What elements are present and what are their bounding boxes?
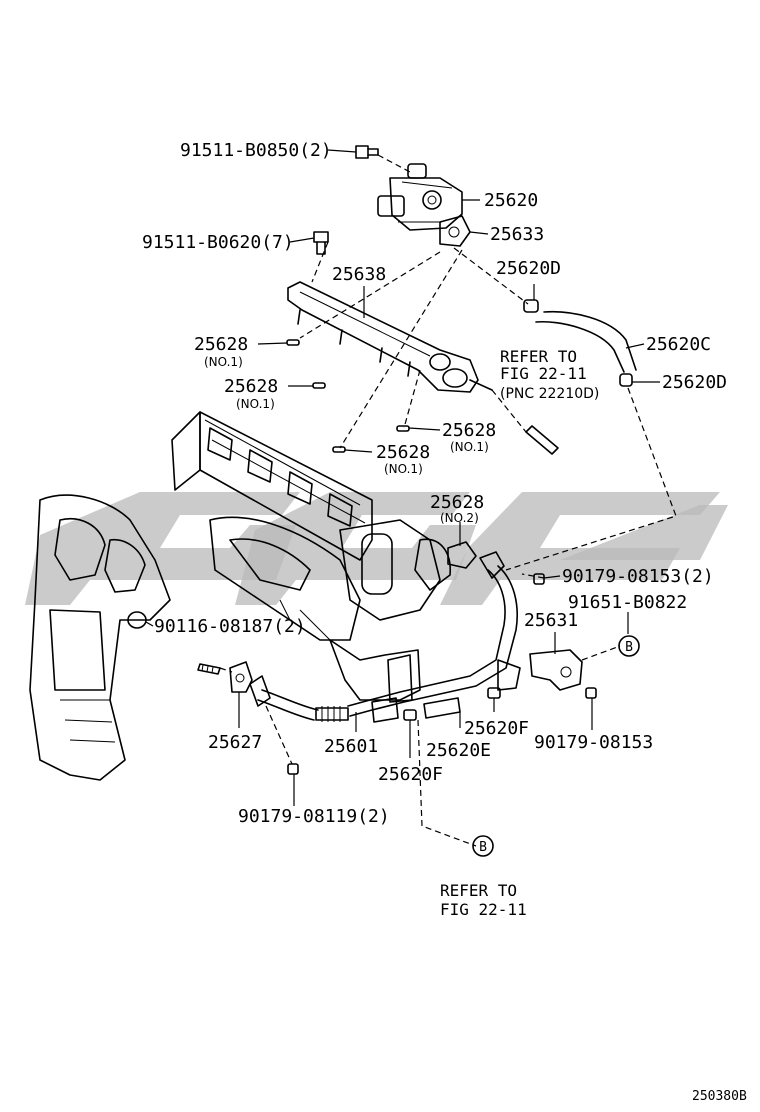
label-clamp-f-right: 25620F — [464, 718, 529, 739]
hose-e-segment — [371, 697, 399, 723]
label-gasket-no1-b-sub: (NO.1) — [236, 397, 275, 411]
label-bracket: 25631 — [524, 610, 578, 631]
label-refer-to-lower: REFER TO — [440, 881, 517, 900]
gasket-no1-b — [312, 382, 326, 389]
label-gasket-no1-d-sub: (NO.1) — [384, 462, 423, 476]
svg-text:B: B — [479, 840, 487, 855]
svg-text:B: B — [625, 640, 633, 655]
nut-bracket — [585, 687, 597, 699]
callout-b-upper: B — [618, 635, 640, 657]
gasket-no2 — [447, 541, 477, 569]
gasket-no1-a — [286, 339, 300, 346]
label-nut-lower: 90179-08119(2) — [238, 806, 390, 827]
label-gasket-no1-a: 25628 — [194, 334, 248, 355]
engine-intake-assembly — [171, 411, 451, 703]
label-gasket-no2-sub: (NO.2) — [440, 511, 479, 525]
leader-lines — [145, 149, 660, 806]
label-pnc-ref: (PNC 22210D) — [500, 386, 599, 402]
gasket-no1-c — [396, 425, 410, 432]
label-hose: 25620C — [646, 334, 711, 355]
egr-pipe — [249, 551, 518, 723]
label-nut-bracket: 90179-08153 — [534, 732, 653, 753]
egr-pipe-rail — [287, 281, 493, 393]
label-nut-upper: 90179-08153(2) — [562, 566, 714, 587]
nut-lower — [287, 763, 299, 775]
label-bolt-egr: 91511-B0850(2) — [180, 140, 332, 161]
gasket-no1-d — [332, 446, 346, 453]
label-bolt-pipe: 91511-B0620(7) — [142, 232, 294, 253]
hose-clamp-lower — [619, 373, 633, 387]
label-gasket-valve: 25633 — [490, 224, 544, 245]
label-hose-clamp-lower: 25620D — [662, 372, 727, 393]
label-gasket-no1-c-sub: (NO.1) — [450, 440, 489, 454]
label-fig-ref-upper: FIG 22-11 — [500, 364, 587, 383]
exhaust-manifold — [29, 494, 171, 781]
label-hose-e: 25620E — [426, 740, 491, 761]
diagram-id: 250380B — [692, 1089, 747, 1104]
label-fig-ref-lower: FIG 22-11 — [440, 900, 527, 919]
label-hose-clamp-upper: 25620D — [496, 258, 561, 279]
hose-e — [423, 697, 461, 719]
alignment-lines — [219, 154, 677, 847]
refer-pipe-end — [525, 425, 559, 455]
label-egr-valve: 25620 — [484, 190, 538, 211]
bolt-egr-valve — [355, 145, 379, 159]
label-egr-pipe-rail: 25638 — [332, 264, 386, 285]
egr-pipe-bracket — [497, 649, 583, 691]
egr-hose — [523, 299, 637, 387]
egr-valve-gasket — [439, 215, 471, 247]
bolt-egr-pipe-rail — [313, 231, 329, 255]
label-clamp-f-left: 25620F — [378, 764, 443, 785]
label-stud: 90116-08187(2) — [154, 616, 306, 637]
gasket-manifold — [229, 661, 253, 693]
label-gasket-no1-c: 25628 — [442, 420, 496, 441]
manifold-flange — [127, 611, 147, 629]
watermark-logo — [25, 492, 728, 605]
hose-clamp-upper — [523, 299, 539, 313]
label-gasket-no2: 25628 — [430, 492, 484, 513]
label-gasket-no1-a-sub: (NO.1) — [204, 355, 243, 369]
clamp-f-left — [403, 709, 417, 721]
label-gasket-manifold: 25627 — [208, 732, 262, 753]
label-gasket-no1-b: 25628 — [224, 376, 278, 397]
callout-b-lower: B — [472, 835, 494, 857]
label-refer-to-upper: REFER TO — [500, 347, 577, 366]
stud-90116 — [197, 663, 221, 675]
nut-upper — [533, 573, 545, 585]
label-bolt-bracket: 91651-B0822 — [568, 592, 687, 613]
label-egr-pipe: 25601 — [324, 736, 378, 757]
label-gasket-no1-d: 25628 — [376, 442, 430, 463]
